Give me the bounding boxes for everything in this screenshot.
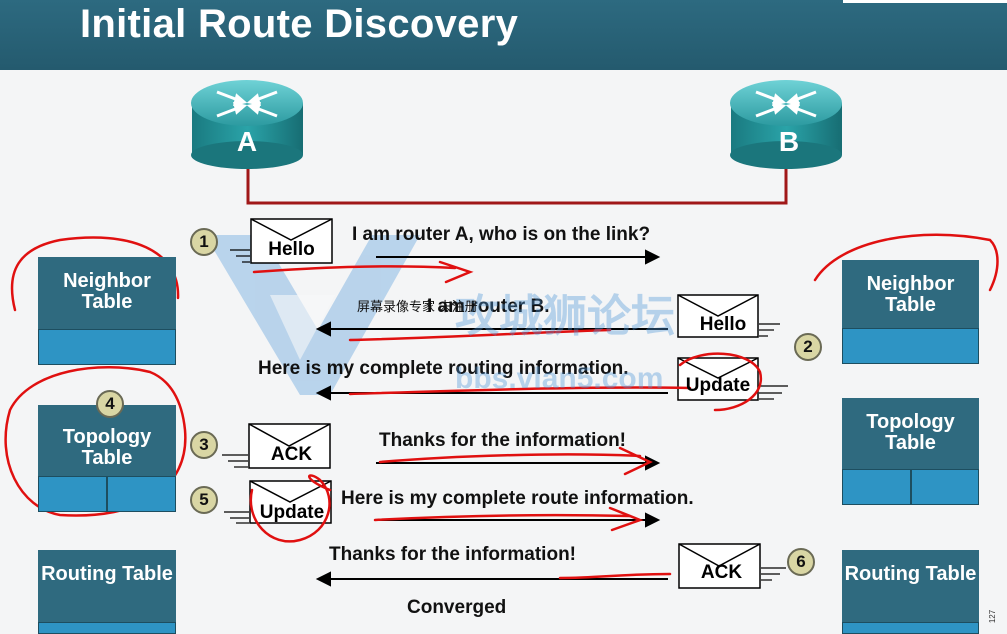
message-text-5: Here is my complete route information. [341, 488, 694, 509]
converged-status: Converged [407, 597, 507, 618]
message-text-2: I am router B. [427, 296, 550, 317]
table-title: Routing Table [41, 563, 173, 585]
step-badge-4: 4 [96, 390, 124, 418]
header-corner [843, 0, 1007, 3]
step-badge-6: 6 [787, 548, 815, 576]
table-cell [842, 622, 979, 634]
message-text-1: I am router A, who is on the link? [352, 224, 651, 245]
watermark-name: 攻城狮论坛 [455, 292, 675, 341]
step-badge-5: 5 [190, 486, 218, 514]
table-title: Routing Table [844, 563, 977, 585]
router-b-topology-table: Topology Table [842, 398, 979, 505]
message-text-6: Thanks for the information! [329, 544, 576, 565]
watermark-url: bbs.vlan5.com [455, 362, 664, 395]
message-text-3: Here is my complete routing information. [258, 358, 629, 379]
header-bar [0, 0, 1007, 70]
envelope-label-hello-a: Hello [268, 239, 315, 260]
envelopes [248, 218, 761, 589]
envelope-label-ack-a: ACK [270, 444, 313, 465]
table-cell [911, 469, 979, 505]
router-b-label: B [778, 126, 800, 157]
step-badge-1: 1 [190, 228, 218, 256]
envelope-label-update-a: Update [259, 502, 325, 523]
router-a-topology-table: Topology Table [38, 405, 176, 512]
envelope-label-hello-b: Hello [699, 314, 747, 335]
router-link [246, 148, 788, 205]
recorder-overlay-text: 屏幕录像专家 未注册 [357, 299, 478, 314]
table-title: Topology Table [866, 411, 955, 454]
watermark-logo [205, 235, 420, 395]
router-b-icon [730, 80, 842, 169]
router-a-routing-table: Routing Table [38, 550, 176, 634]
table-cell [38, 476, 107, 512]
router-b-routing-table: Routing Table [842, 550, 979, 634]
router-a-neighbor-table: Neighbor Table [38, 257, 176, 365]
envelope-label-ack-b: ACK [700, 562, 743, 583]
message-text-4: Thanks for the information! [379, 430, 626, 451]
table-cell [842, 469, 911, 505]
table-cell [38, 622, 176, 634]
slide-code: 127 [988, 609, 998, 624]
table-cell [38, 329, 176, 365]
router-b-neighbor-table: Neighbor Table [842, 260, 979, 364]
slide-title: Initial Route Discovery [80, 2, 519, 46]
table-title: Neighbor Table [63, 270, 151, 313]
router-a-label: A [236, 126, 258, 157]
speed-lines [222, 249, 788, 581]
table-cell [107, 476, 176, 512]
hand-annotations [4, 233, 999, 580]
table-title: Topology Table [62, 426, 152, 469]
table-cell [842, 328, 979, 364]
router-a-icon [191, 80, 303, 169]
envelope-label-update-b: Update [685, 375, 751, 396]
step-badge-3: 3 [190, 431, 218, 459]
table-title: Neighbor Table [866, 273, 955, 316]
step-badge-2: 2 [794, 333, 822, 361]
